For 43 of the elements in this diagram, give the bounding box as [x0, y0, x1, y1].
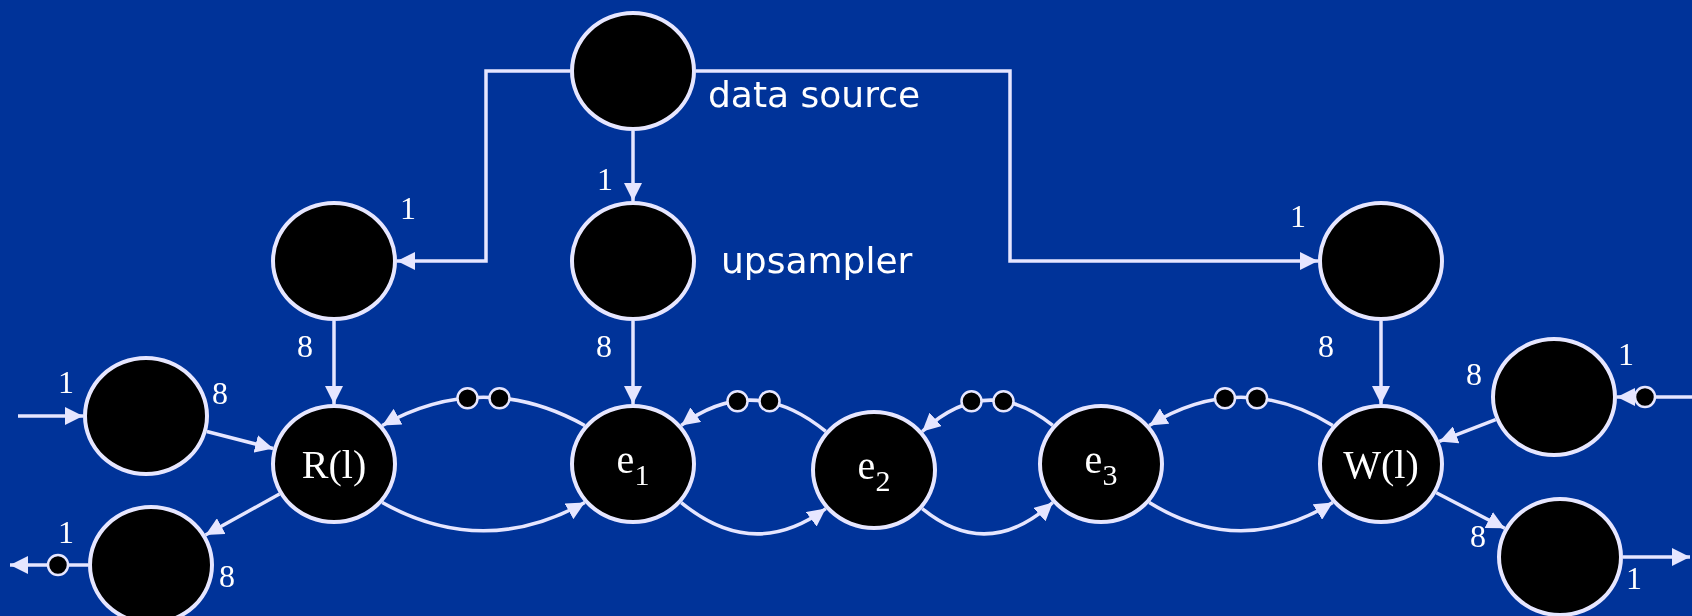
rate-label: 8 [1466, 358, 1482, 390]
node-label: R(l) [301, 440, 367, 488]
arrow [696, 69, 1318, 270]
arrow [1148, 501, 1334, 533]
rate-label: 8 [297, 330, 313, 362]
rate-label: 1 [1290, 200, 1306, 232]
arrow [381, 501, 586, 533]
arrow [921, 501, 1054, 536]
arrow [204, 492, 281, 537]
arrow [325, 321, 343, 404]
node-caption: data source [708, 74, 921, 115]
arrow [1372, 321, 1390, 404]
rate-label: 8 [219, 560, 235, 592]
rate-label: 8 [1318, 330, 1334, 362]
arrow [1148, 395, 1334, 427]
arrow [1617, 388, 1692, 406]
arrow [680, 501, 827, 536]
arrow [397, 69, 570, 270]
node-label: e$_{2}$ [857, 442, 891, 498]
rate-label: 1 [597, 163, 613, 195]
rate-label: 8 [1470, 520, 1486, 552]
node-label: e$_{3}$ [1084, 436, 1118, 492]
node-caption: upsampler [721, 240, 913, 281]
arrow [1623, 548, 1690, 566]
arrow [1438, 417, 1497, 444]
rate-label: 8 [212, 377, 228, 409]
node-label: W(l) [1343, 440, 1419, 488]
rate-label: 1 [1618, 338, 1634, 370]
rate-label: 1 [400, 192, 416, 224]
arrow [18, 407, 83, 425]
rate-label: 1 [1626, 562, 1642, 594]
arrow [10, 556, 88, 574]
arrow [381, 395, 586, 427]
arrow [624, 321, 642, 404]
node-label: e$_{1}$ [616, 436, 650, 492]
arrow [921, 398, 1054, 433]
arrow [680, 398, 827, 433]
rate-label: 8 [596, 330, 612, 362]
arrow [206, 429, 274, 453]
arrow [1435, 491, 1506, 530]
rate-label: 1 [58, 516, 74, 548]
rate-label: 1 [58, 366, 74, 398]
arrow [624, 131, 642, 201]
